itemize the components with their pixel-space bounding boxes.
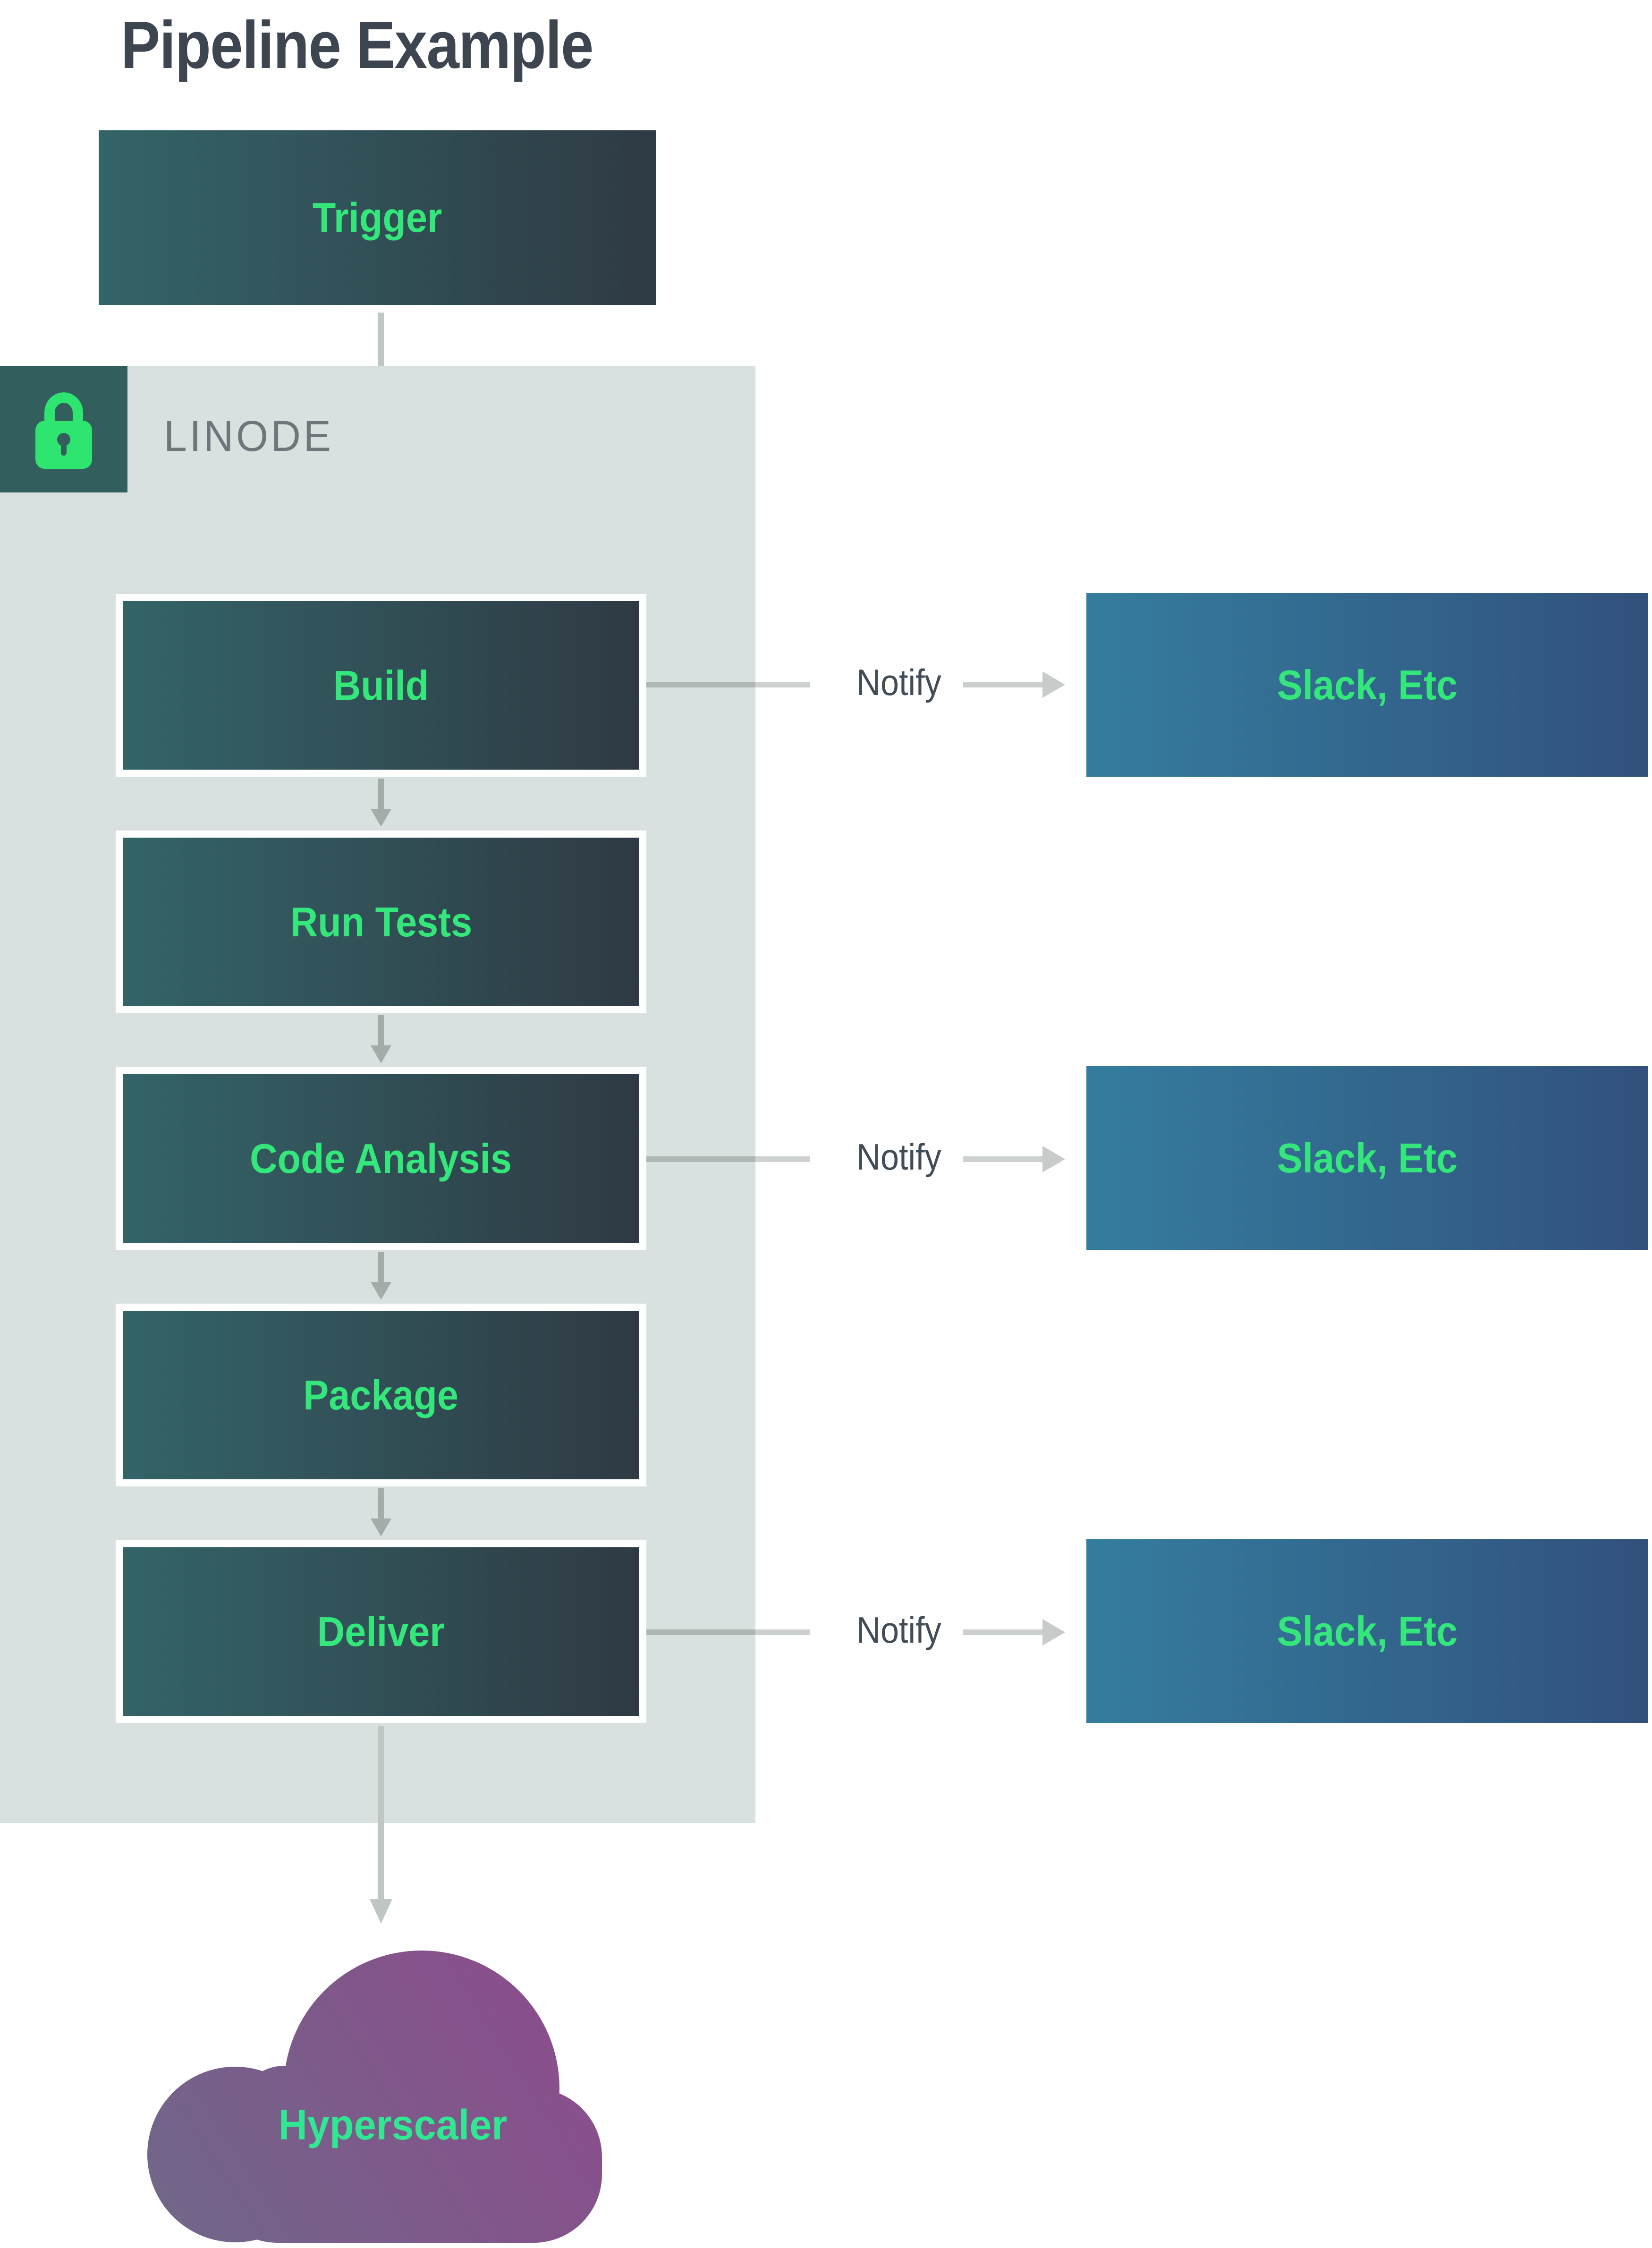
step-node-run-tests-inner: Run Tests — [123, 838, 639, 1006]
notify-arrow — [963, 1156, 1042, 1162]
notify-label: Notify — [856, 1609, 941, 1651]
notify-arrow — [963, 1629, 1042, 1635]
notification-target-slack: Slack, Etc — [1086, 1539, 1648, 1723]
step-node-package: Package — [116, 1304, 646, 1486]
step-node-package-inner: Package — [123, 1311, 639, 1479]
slack-label: Slack, Etc — [1277, 1134, 1457, 1181]
trigger-node: Trigger — [99, 130, 656, 305]
step-node-deliver-inner: Deliver — [123, 1547, 639, 1716]
step-arrowhead — [371, 1282, 391, 1300]
step-arrow — [378, 1015, 384, 1045]
lock-badge — [0, 366, 127, 492]
deliver-to-cloud-arrowhead — [370, 1899, 392, 1924]
step-node-code-analysis: Code Analysis — [116, 1067, 646, 1250]
deliver-to-cloud-arrow — [378, 1726, 384, 1899]
slack-label: Slack, Etc — [1277, 1607, 1457, 1654]
notify-arrowhead — [1042, 1146, 1065, 1172]
notify-connector-line — [646, 682, 755, 687]
notify-arrowhead — [1042, 671, 1065, 698]
notify-connector-line — [755, 682, 810, 687]
step-label: Build — [333, 662, 429, 709]
step-node-deliver: Deliver — [116, 1540, 646, 1723]
step-arrowhead — [371, 1518, 391, 1536]
step-label: Deliver — [317, 1608, 445, 1655]
step-arrow — [378, 1488, 384, 1518]
linode-label: LINODE — [164, 412, 334, 460]
step-label: Run Tests — [290, 898, 472, 945]
step-node-code-analysis-inner: Code Analysis — [123, 1074, 639, 1243]
notify-label: Notify — [856, 662, 941, 703]
notify-arrowhead — [1042, 1619, 1065, 1646]
notify-connector-line — [755, 1629, 810, 1635]
step-arrowhead — [371, 1045, 391, 1063]
step-node-run-tests: Run Tests — [116, 831, 646, 1013]
page-title: Pipeline Example — [121, 8, 593, 83]
hyperscaler-label: Hyperscaler — [278, 2102, 508, 2149]
notify-connector-line — [755, 1156, 810, 1162]
step-node-build-inner: Build — [123, 601, 639, 770]
lock-icon — [35, 392, 92, 469]
step-arrow — [378, 779, 384, 809]
notification-target-slack: Slack, Etc — [1086, 1066, 1648, 1250]
notify-connector-line — [646, 1156, 755, 1162]
slack-label: Slack, Etc — [1277, 661, 1457, 708]
hyperscaler-cloud — [147, 1951, 602, 2243]
trigger-label: Trigger — [313, 194, 442, 241]
step-label: Code Analysis — [250, 1135, 512, 1182]
step-arrow — [378, 1252, 384, 1282]
notify-connector-line — [646, 1629, 755, 1635]
notification-target-slack: Slack, Etc — [1086, 593, 1648, 777]
step-arrowhead — [371, 809, 391, 827]
notify-label: Notify — [856, 1136, 941, 1178]
notify-arrow — [963, 682, 1042, 687]
step-label: Package — [303, 1371, 459, 1418]
step-node-build: Build — [116, 594, 646, 777]
